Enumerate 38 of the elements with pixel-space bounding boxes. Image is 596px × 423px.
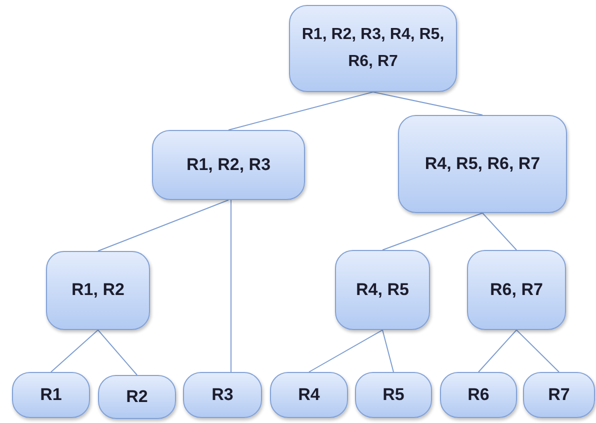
node-label: R3 — [212, 384, 234, 406]
node-label: R1, R2 — [72, 279, 124, 302]
tree-node-box — [12, 372, 90, 418]
node-label: R1 — [40, 384, 62, 406]
connector-line — [372, 92, 483, 116]
tree-node-box — [98, 375, 176, 419]
connector-line — [478, 330, 517, 372]
tree-node-box — [46, 251, 150, 330]
tree-node-box — [440, 372, 517, 418]
tree-node-box — [523, 372, 595, 418]
tree-node-box — [183, 372, 262, 418]
node-label: R6, R7 — [490, 278, 543, 301]
node-label: R4, R5 — [356, 278, 409, 301]
node-label: R6 — [468, 384, 490, 406]
tree-node-box — [289, 5, 457, 92]
connector-line — [482, 212, 517, 250]
tree-node-box — [355, 372, 432, 418]
tree-node-box — [335, 250, 430, 330]
tree-node-box — [467, 250, 566, 330]
tree-node-box — [270, 372, 348, 418]
connector-line — [98, 330, 138, 376]
connector-line — [382, 212, 483, 250]
connector-line — [230, 200, 232, 372]
node-label: R1, R2, R3 — [186, 154, 271, 176]
node-label: R5 — [382, 384, 404, 406]
connector-line — [516, 330, 560, 372]
tree-node-box — [398, 115, 567, 213]
tree-node-box — [152, 130, 305, 200]
connector-line — [308, 330, 383, 372]
node-label: R4 — [298, 384, 320, 406]
connector-line — [50, 330, 98, 372]
node-label: R7 — [548, 384, 570, 406]
node-label: R2 — [126, 386, 148, 408]
connector-line — [382, 330, 394, 372]
connector-line — [228, 92, 374, 130]
connector-line — [98, 200, 229, 252]
node-label: R1, R2, R3, R4, R5, R6, R7 — [300, 25, 446, 72]
node-label: R4, R5, R6, R7 — [424, 152, 540, 175]
